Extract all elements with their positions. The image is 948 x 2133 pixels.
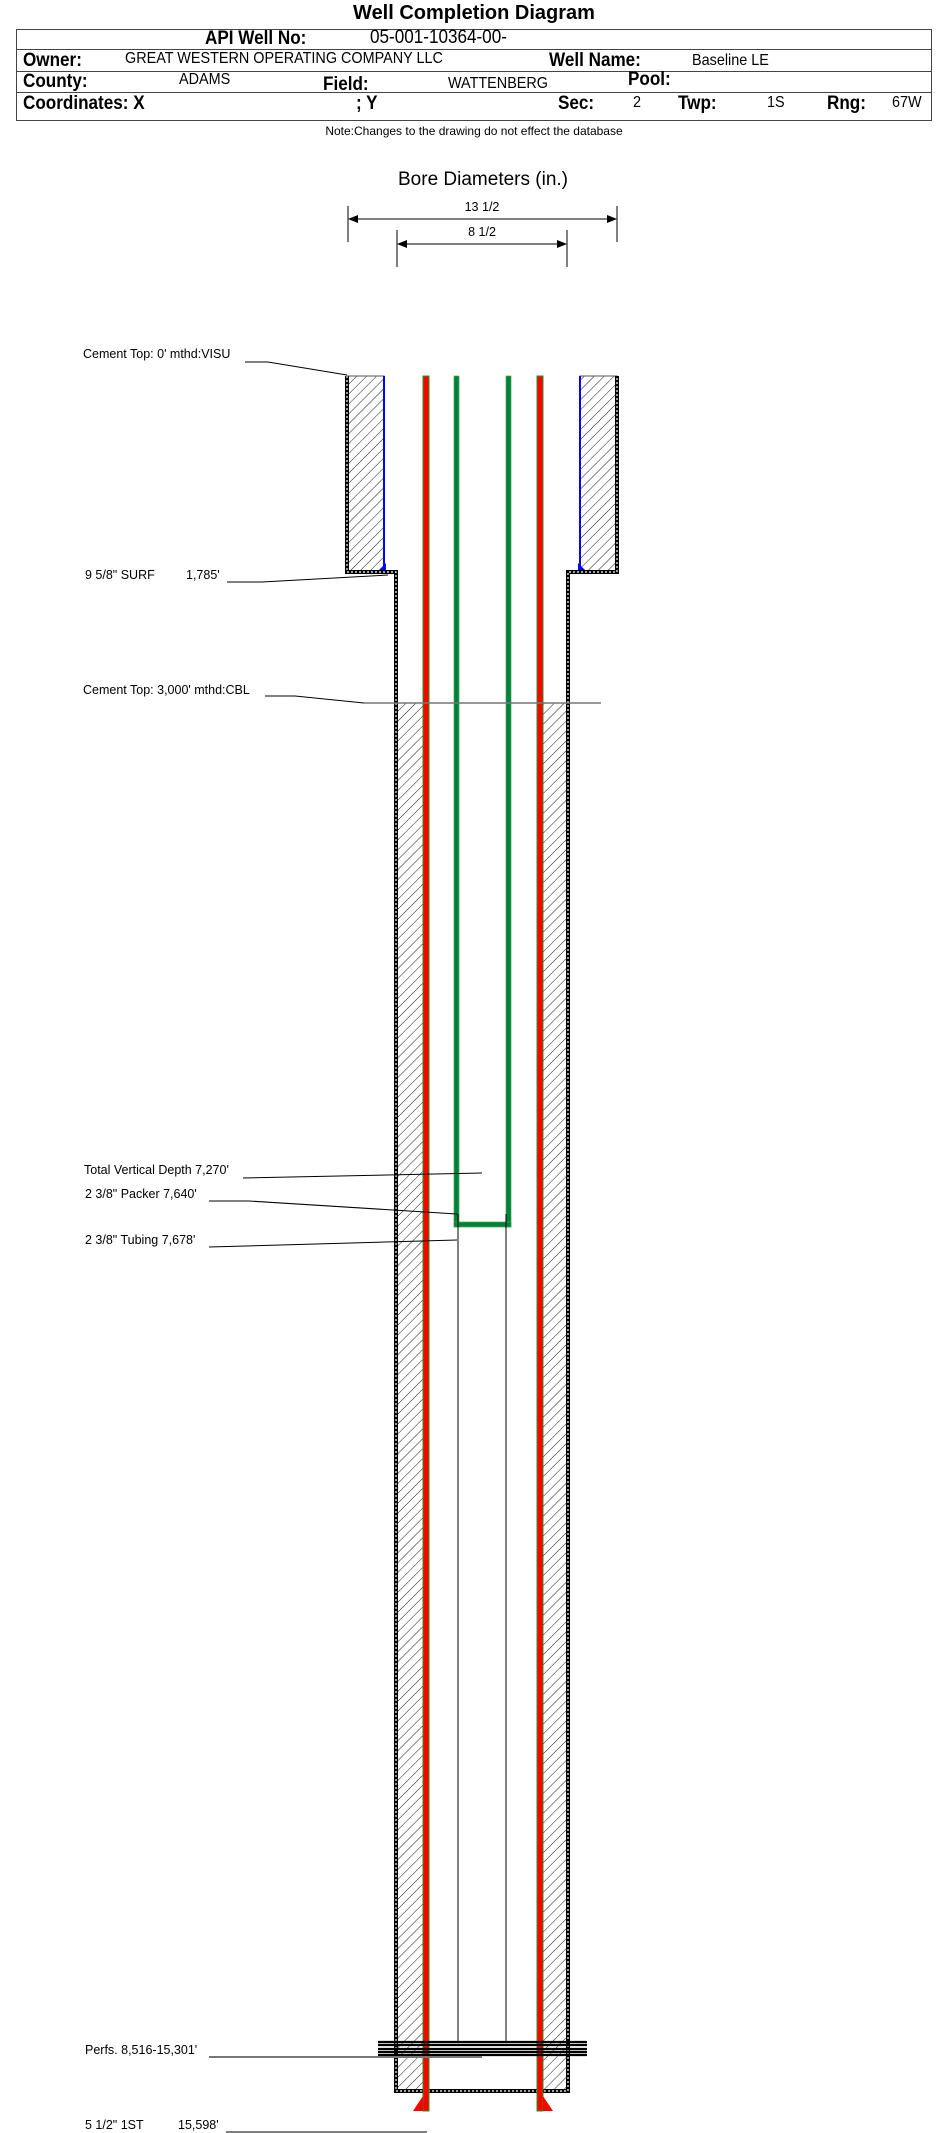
production-casing-right (536, 375, 544, 2112)
county-label: County: (23, 71, 88, 92)
casing-shoe-left (413, 2096, 423, 2111)
owner-row: Owner: GREAT WESTERN OPERATING COMPANY L… (17, 50, 931, 72)
well-header-table: API Well No: 05-001-10364-00- Owner: GRE… (16, 27, 932, 121)
twp-label: Twp: (678, 93, 717, 114)
outer-bore-dimension (347, 206, 618, 242)
coordinates-y-label: ; Y (356, 93, 378, 114)
well-name-value: Baseline LE (692, 52, 769, 69)
owner-value: GREAT WESTERN OPERATING COMPANY LLC (125, 50, 443, 67)
production-cement-left (397, 703, 423, 2091)
coordinates-x-label: Coordinates: X (23, 93, 145, 114)
rng-value: 67W (892, 94, 922, 111)
field-label: Field: (323, 74, 369, 95)
api-row: API Well No: 05-001-10364-00- (17, 27, 931, 50)
sec-value: 2 (633, 94, 642, 111)
cement-top-production-label: Cement Top: 3,000' mthd:CBL (83, 683, 250, 697)
surface-casing-depth: 1,785' (186, 568, 220, 582)
api-label: API Well No: (205, 28, 307, 49)
borehole-wall (345, 376, 619, 2093)
coordinates-row: Coordinates: X ; Y Sec: 2 Twp: 1S Rng: 6… (17, 93, 931, 120)
surface-casing-label: 9 5/8" SURF (85, 568, 155, 582)
packer-label: 2 3/8" Packer 7,640' (85, 1187, 197, 1201)
label-leaders (208, 361, 601, 2133)
surface-shoe-right (578, 563, 586, 571)
perforations (378, 2040, 587, 2057)
production-casing-left (422, 375, 430, 2112)
owner-label: Owner: (23, 50, 82, 71)
production-cement-right (543, 703, 568, 2091)
production-casing-label: 5 1/2" 1ST (85, 2118, 144, 2132)
well-name-label: Well Name: (549, 50, 641, 71)
cement-top-surface-label: Cement Top: 0' mthd:VISU (83, 347, 230, 361)
surface-cement-right (579, 375, 618, 572)
county-row: County: ADAMS Field: WATTENBERG Pool: (17, 69, 931, 95)
pool-label: Pool: (628, 69, 671, 90)
bore-diameters-title: Bore Diameters (in.) (398, 169, 568, 190)
casing-shoe-right (543, 2096, 553, 2111)
rng-label: Rng: (827, 93, 866, 114)
api-value: 05-001-10364-00- (370, 27, 507, 48)
page-title: Well Completion Diagram (353, 2, 595, 24)
surface-shoe-left (378, 563, 386, 571)
depth-labels: Cement Top: 0' mthd:VISU 9 5/8" SURF 1,7… (83, 347, 250, 2132)
database-note: Note:Changes to the drawing do not effec… (325, 124, 623, 138)
inner-bore-dimension (396, 230, 568, 267)
tubing-left (453, 375, 460, 1228)
total-vertical-depth-label: Total Vertical Depth 7,270' (84, 1163, 229, 1177)
county-value: ADAMS (179, 71, 231, 88)
tubing-right (505, 375, 512, 1228)
field-value: WATTENBERG (448, 75, 548, 92)
twp-value: 1S (767, 94, 785, 111)
tubing-label: 2 3/8" Tubing 7,678' (85, 1233, 195, 1247)
outer-bore-label: 13 1/2 (465, 200, 500, 214)
packer (453, 1221, 512, 1228)
production-casing-depth: 15,598' (178, 2118, 219, 2132)
perforations-label: Perfs. 8,516-15,301' (85, 2043, 197, 2057)
surface-cement-left (346, 375, 385, 572)
sec-label: Sec: (558, 93, 595, 114)
inner-bore-label: 8 1/2 (468, 225, 496, 239)
